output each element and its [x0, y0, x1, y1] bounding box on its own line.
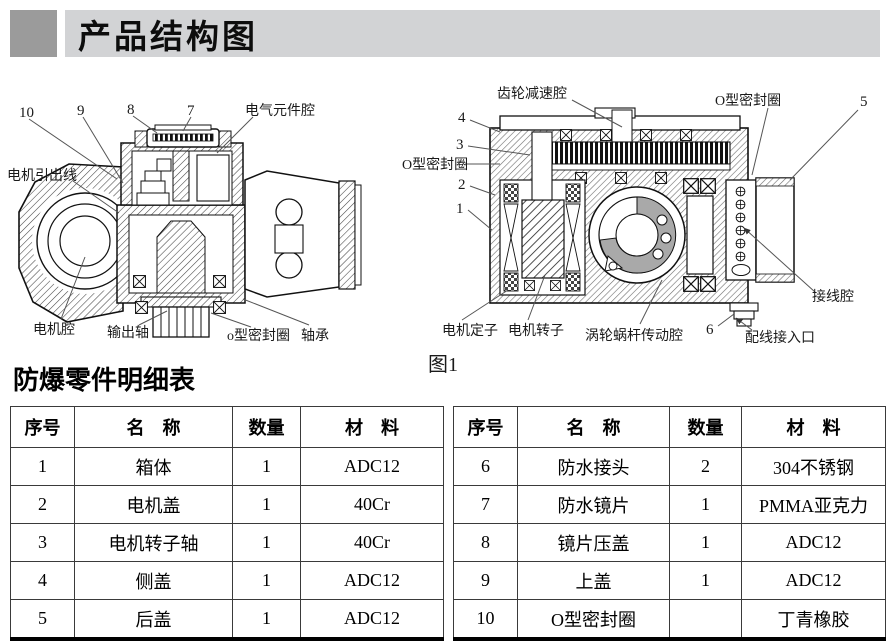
- callout-output-shaft: 输出轴: [107, 326, 149, 341]
- cell-no: 6: [453, 447, 518, 486]
- cell-name: 上盖: [517, 561, 670, 600]
- callout-10: 10: [19, 105, 34, 121]
- cell-no: 7: [453, 485, 518, 524]
- header-material: 材 料: [741, 406, 886, 448]
- table-row: 6 防水接头 2 304不锈钢: [453, 447, 886, 486]
- table-row: 8 镜片压盖 1 ADC12: [453, 523, 886, 562]
- figure-left-cross-section: 10 9 8 7 电气元件腔 电机引出线 电机腔 输出轴 o型密封圈 轴承: [5, 85, 435, 353]
- cell-name: 箱体: [74, 447, 233, 486]
- cell-qty: 2: [669, 447, 742, 486]
- section-marker-square: [10, 10, 57, 57]
- callout-5: 5: [860, 94, 868, 110]
- callout-3: 3: [456, 137, 464, 153]
- cell-name: 电机转子轴: [74, 523, 233, 562]
- callout-gear-reduction-chamber: 齿轮减速腔: [497, 87, 567, 102]
- cell-no: 1: [10, 447, 75, 486]
- cell-material: PMMA亚克力: [741, 485, 886, 524]
- cell-name: 防水接头: [517, 447, 670, 486]
- cell-no: 4: [10, 561, 75, 600]
- callout-9: 9: [77, 103, 85, 119]
- header-qty: 数量: [669, 406, 742, 448]
- cell-material: ADC12: [741, 561, 886, 600]
- figure-right-cross-section: 齿轮减速腔 O型密封圈 5 4 3 O型密封圈 2 1 接线腔 电机定子 电机转…: [400, 80, 893, 380]
- cell-name: 电机盖: [74, 485, 233, 524]
- header-material: 材 料: [300, 406, 444, 448]
- header-qty: 数量: [232, 406, 301, 448]
- callout-o-ring: o型密封圈: [227, 329, 290, 344]
- callout-o-ring-left: O型密封圈: [402, 158, 469, 173]
- parts-table-title: 防爆零件明细表: [13, 365, 196, 395]
- table-row: 5 后盖 1 ADC12: [10, 599, 444, 640]
- callout-motor-lead-wire: 电机引出线: [7, 169, 77, 184]
- callout-bearing: 轴承: [301, 329, 329, 344]
- cell-no: 3: [10, 523, 75, 562]
- callout-1: 1: [456, 201, 464, 217]
- cell-material: 304不锈钢: [741, 447, 886, 486]
- table-header-row: 序号 名 称 数量 材 料: [10, 406, 444, 448]
- header-name: 名 称: [74, 406, 233, 448]
- callout-2: 2: [458, 177, 466, 193]
- cell-no: 5: [10, 599, 75, 640]
- cell-name: 镜片压盖: [517, 523, 670, 562]
- callout-motor-stator: 电机定子: [442, 324, 498, 339]
- cell-qty: [669, 599, 742, 640]
- cell-no: 9: [453, 561, 518, 600]
- section-header-bar: 产品结构图: [65, 10, 880, 57]
- cell-material: ADC12: [300, 561, 444, 600]
- table-header-row: 序号 名 称 数量 材 料: [453, 406, 886, 448]
- cell-no: 10: [453, 599, 518, 640]
- callout-worm-drive-chamber: 涡轮蜗杆传动腔: [585, 329, 683, 344]
- cell-material: ADC12: [300, 599, 444, 640]
- page-title: 产品结构图: [78, 19, 258, 56]
- cell-material: ADC12: [300, 447, 444, 486]
- header-no: 序号: [453, 406, 518, 448]
- cell-qty: 1: [232, 485, 301, 524]
- table-row: 2 电机盖 1 40Cr: [10, 485, 444, 524]
- callout-7: 7: [187, 103, 195, 119]
- left-cross-section-drawing: [18, 115, 362, 338]
- cell-qty: 1: [669, 485, 742, 524]
- table-row: 4 侧盖 1 ADC12: [10, 561, 444, 600]
- right-cross-section-drawing: [461, 99, 859, 331]
- callout-4: 4: [458, 110, 466, 126]
- cell-material: 40Cr: [300, 523, 444, 562]
- cell-qty: 1: [232, 599, 301, 640]
- callout-motor-rotor: 电机转子: [508, 324, 564, 339]
- callout-wiring-inlet: 配线接入口: [745, 331, 815, 346]
- table-row: 7 防水镜片 1 PMMA亚克力: [453, 485, 886, 524]
- cell-material: 40Cr: [300, 485, 444, 524]
- cell-qty: 1: [669, 523, 742, 562]
- cell-no: 2: [10, 485, 75, 524]
- figure-caption: 图1: [428, 354, 458, 376]
- header-no: 序号: [10, 406, 75, 448]
- table-row: 1 箱体 1 ADC12: [10, 447, 444, 486]
- callout-terminal-chamber: 接线腔: [812, 290, 854, 305]
- header-name: 名 称: [517, 406, 670, 448]
- callout-o-ring-top: O型密封圈: [715, 94, 782, 109]
- callout-8: 8: [127, 102, 135, 118]
- parts-table-right: 序号 名 称 数量 材 料 6 防水接头 2 304不锈钢 7 防水镜片 1 P: [453, 406, 886, 641]
- parts-table-left: 序号 名 称 数量 材 料 1 箱体 1 ADC12 2 电机盖 1 40Cr: [10, 406, 444, 641]
- cell-qty: 1: [232, 561, 301, 600]
- parts-tables: 序号 名 称 数量 材 料 1 箱体 1 ADC12 2 电机盖 1 40Cr: [10, 406, 886, 641]
- cell-no: 8: [453, 523, 518, 562]
- cell-name: 后盖: [74, 599, 233, 640]
- table-row: 9 上盖 1 ADC12: [453, 561, 886, 600]
- callout-electrical-chamber: 电气元件腔: [245, 104, 315, 119]
- cell-material: ADC12: [741, 523, 886, 562]
- cell-qty: 1: [232, 523, 301, 562]
- table-row: 10 O型密封圈 丁青橡胶: [453, 599, 886, 640]
- cell-name: O型密封圈: [517, 599, 670, 640]
- cell-qty: 1: [669, 561, 742, 600]
- cell-name: 侧盖: [74, 561, 233, 600]
- table-row: 3 电机转子轴 1 40Cr: [10, 523, 444, 562]
- callout-motor-chamber: 电机腔: [33, 323, 75, 338]
- callout-6: 6: [706, 322, 714, 338]
- cell-qty: 1: [232, 447, 301, 486]
- cell-material: 丁青橡胶: [741, 599, 886, 640]
- cell-name: 防水镜片: [517, 485, 670, 524]
